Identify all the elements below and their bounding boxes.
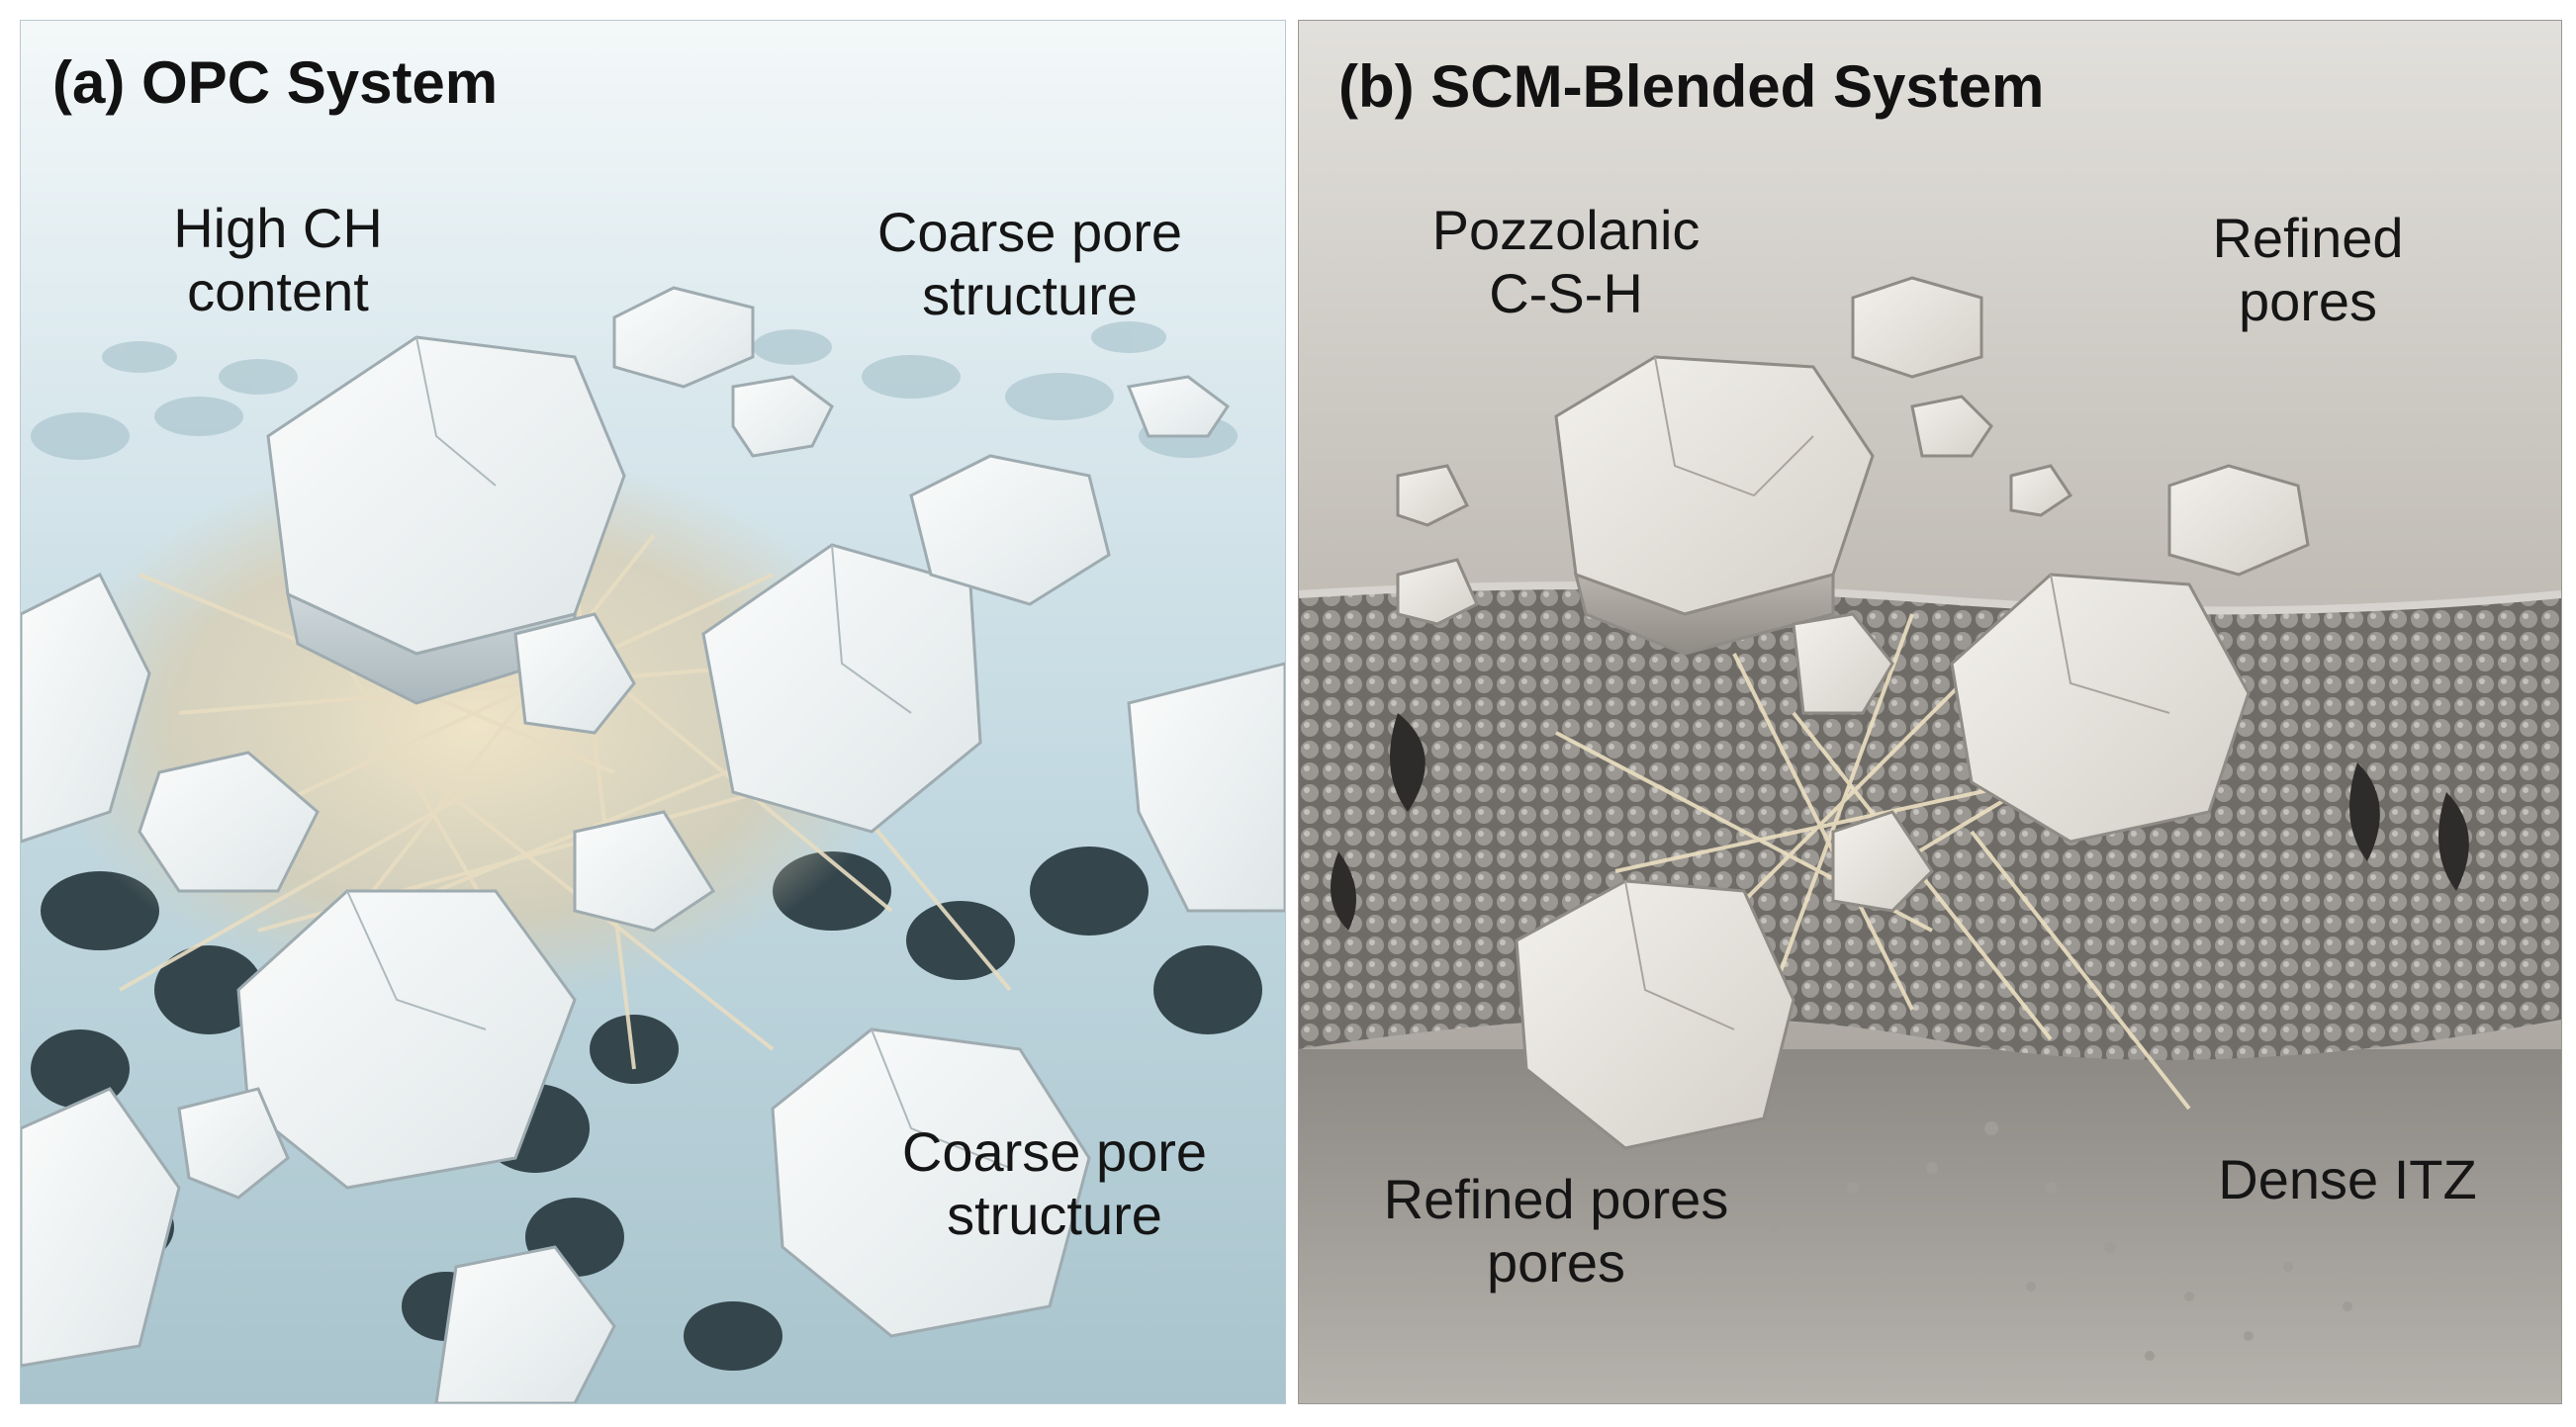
label-refined-pores-bottom: Refined pores pores — [1383, 1168, 1729, 1293]
panel-b-title: (b) SCM-Blended System — [1338, 53, 2045, 120]
label-refined-pores-top: Refined pores — [2212, 207, 2404, 332]
label-dense-itz: Dense ITZ — [2218, 1148, 2477, 1210]
label-pozzolanic-csh: Pozzolanic C-S-H — [1431, 199, 1701, 324]
label-high-ch-content: High CH content — [173, 197, 383, 322]
label-coarse-pore-structure-bottom: Coarse pore structure — [901, 1120, 1208, 1246]
label-coarse-pore-structure-top: Coarse pore structure — [876, 201, 1183, 326]
scm-microstructure-illustration — [1299, 21, 2561, 1403]
panel-a-opc-system: (a) OPC System High CH content Coarse po… — [20, 20, 1286, 1404]
panel-b-scm-blended-system: (b) SCM-Blended System Pozzolanic C-S-H … — [1298, 20, 2562, 1404]
panel-a-title: (a) OPC System — [52, 49, 499, 116]
opc-microstructure-illustration — [21, 21, 1285, 1403]
